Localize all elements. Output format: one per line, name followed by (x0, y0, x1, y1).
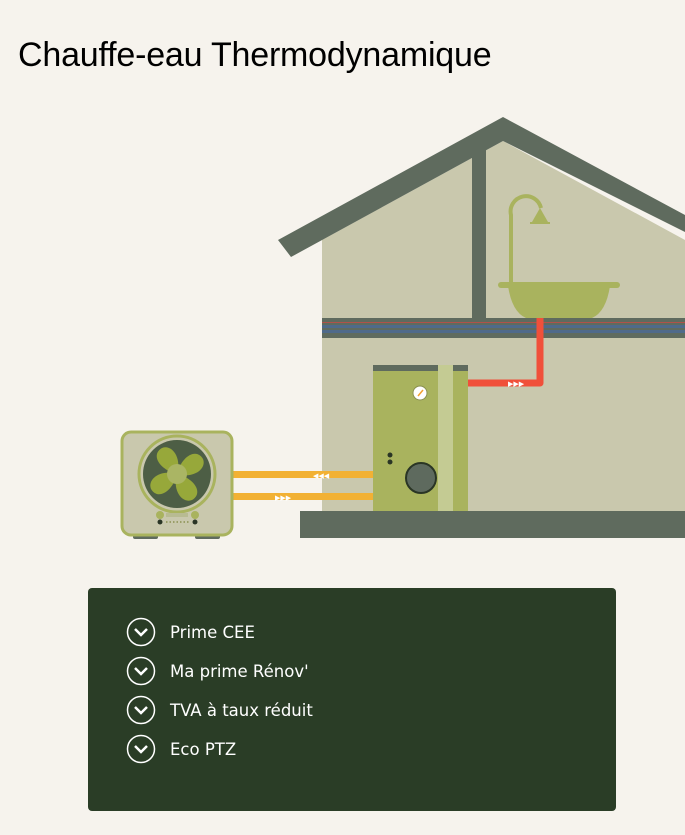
outdoor-heat-pump-unit (120, 430, 234, 539)
ground-slab (300, 511, 685, 538)
water-tank (373, 365, 468, 511)
svg-text:▶▶▶: ▶▶▶ (275, 494, 292, 502)
roof (278, 117, 685, 257)
page-title: Chauffe-eau Thermodynamique (18, 36, 492, 74)
chevron-down-circle-icon (126, 656, 156, 686)
hot-water-pipe: ▶▶▶ (468, 318, 544, 388)
floor-line-blue (322, 330, 685, 333)
chevron-down-circle-icon (126, 695, 156, 725)
floor-line-red (322, 322, 685, 323)
bathtub-shower-icon (498, 194, 620, 318)
accordion-item-prime-cee[interactable]: Prime CEE (126, 617, 255, 647)
accordion-item-tva-taux-reduit[interactable]: TVA à taux réduit (126, 695, 313, 725)
chevron-down-circle-icon (126, 617, 156, 647)
accordion-item-label: TVA à taux réduit (170, 700, 313, 720)
floor-line-blue (322, 325, 685, 328)
svg-text:◀◀◀: ◀◀◀ (313, 472, 330, 480)
accordion-item-ma-prime-renov[interactable]: Ma prime Rénov' (126, 656, 309, 686)
roof-post (472, 150, 486, 320)
chevron-down-circle-icon (126, 734, 156, 764)
accordion-item-label: Eco PTZ (170, 739, 237, 759)
svg-text:▶▶▶: ▶▶▶ (508, 380, 525, 388)
accordion-item-label: Ma prime Rénov' (170, 661, 309, 681)
accordion-item-eco-ptz[interactable]: Eco PTZ (126, 734, 236, 764)
financial-aid-panel: Prime CEE Ma prime Rénov' TVA à taux réd… (88, 588, 616, 811)
refrigerant-pipes: ◀◀◀ ▶▶▶ (232, 471, 373, 502)
accordion-item-label: Prime CEE (170, 622, 255, 642)
